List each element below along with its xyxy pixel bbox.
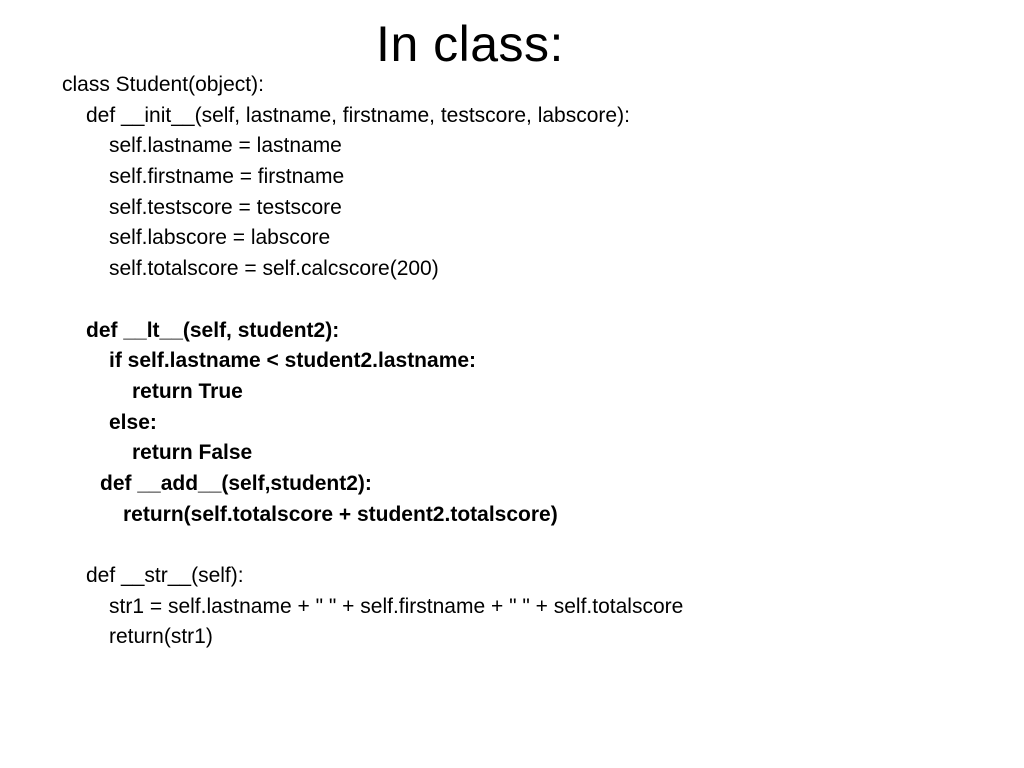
code-line-return-true: return True xyxy=(132,379,243,403)
code-line-return-false: return False xyxy=(132,441,253,465)
code-line-assign-labscore: self.labscore = labscore xyxy=(109,226,331,250)
code-line-assign-totalscore: self.totalscore = self.calcscore(200) xyxy=(109,257,439,281)
code-line-if: if self.lastname < student2.lastname: xyxy=(109,349,477,373)
code-line-assign-lastname: self.lastname = lastname xyxy=(109,134,342,158)
code-line-str-def: def __str__(self): xyxy=(86,564,244,587)
code-line-assign-testscore: self.testscore = testscore xyxy=(109,195,342,219)
code-line-blank xyxy=(62,530,1002,561)
code-line-init-def: def __init__(self, lastname, firstname, … xyxy=(86,103,630,127)
slide-title: In class: xyxy=(376,16,564,72)
code-line-assign-firstname: self.firstname = firstname xyxy=(109,165,345,189)
code-line-blank xyxy=(62,285,1002,316)
code-line-add-def: def __add__(self,student2): xyxy=(100,471,372,495)
code-line-add-return: return(self.totalscore + student2.totals… xyxy=(123,502,558,526)
code-line-str1-assign: str1 = self.lastname + " " + self.firstn… xyxy=(109,594,684,618)
code-line-else: else: xyxy=(109,410,157,434)
code-block: class Student(object): def __init__(self… xyxy=(62,70,1002,653)
code-line-class-def: class Student(object): xyxy=(62,73,264,96)
code-line-str-return: return(str1) xyxy=(109,625,213,649)
code-line-lt-def: def __lt__(self, student2): xyxy=(86,318,340,342)
